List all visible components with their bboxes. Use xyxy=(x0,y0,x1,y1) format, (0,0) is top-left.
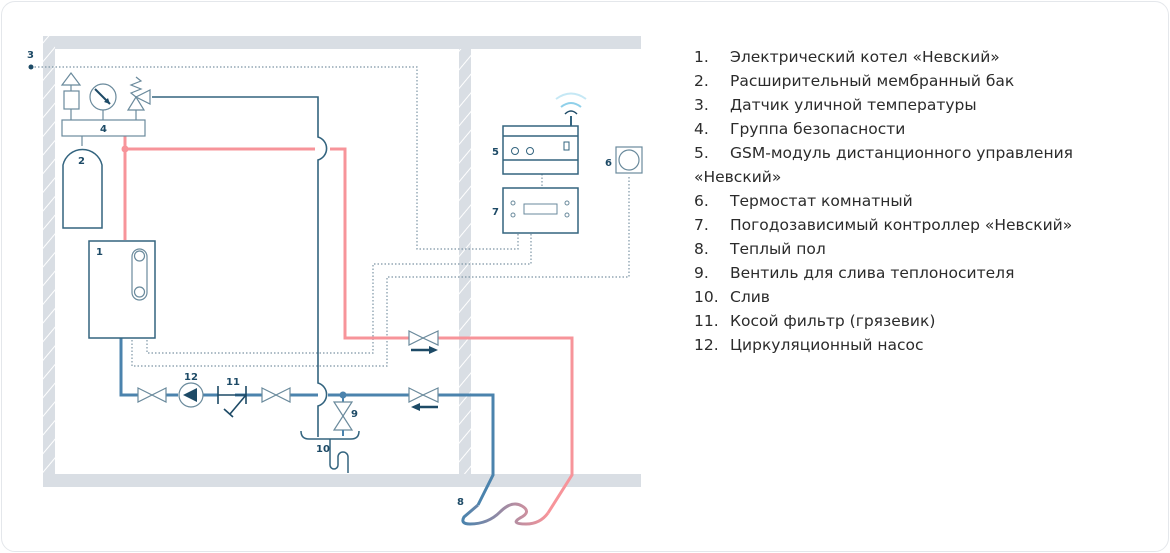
safety-valve-side-icon xyxy=(134,89,151,105)
legend-text: Погодозависимый контроллер «Невский» xyxy=(730,216,1073,234)
supply-pipes xyxy=(123,120,574,514)
legend-number: 5. xyxy=(694,144,709,162)
controller-signal-line-a xyxy=(146,233,532,354)
circulation-pump-icon xyxy=(178,382,204,408)
legend-text: Расширительный мембранный бак xyxy=(730,72,1015,90)
ceiling-wall xyxy=(43,36,641,49)
legend-text: Косой фильтр (грязевик) xyxy=(730,312,936,330)
ball-valve-icon xyxy=(421,330,439,346)
legend-number: 11. xyxy=(694,312,719,330)
valves xyxy=(137,330,439,403)
legend-item: 9. Вентиль для слива теплоносителя xyxy=(694,261,1154,285)
return-from-floor xyxy=(438,393,495,506)
legend-text: Слив xyxy=(730,288,770,306)
label-drain: 10 xyxy=(316,444,330,455)
legend-text: Циркуляционный насос xyxy=(730,336,924,354)
legend-text: Датчик уличной температуры xyxy=(730,96,977,114)
legend-text: Вентиль для слива теплоносителя xyxy=(730,264,1015,282)
drain-funnel-icon xyxy=(300,430,360,473)
expansion-tank-icon xyxy=(62,148,103,229)
thermostat-signal-line xyxy=(131,176,630,367)
sensor-signal-line xyxy=(31,66,519,250)
middle-wall xyxy=(459,49,471,474)
legend-text: Термостат комнатный xyxy=(730,192,913,210)
ball-valve-icon xyxy=(408,387,425,403)
label-gsm: 5 xyxy=(492,147,499,158)
outdoor-sensor-icon xyxy=(28,64,34,70)
flow-arrows xyxy=(411,346,438,411)
air-vent-icon xyxy=(63,90,80,110)
legend-item-continuation: «Невский» xyxy=(694,165,1154,189)
label-thermostat: 6 xyxy=(605,158,612,169)
legend-text: Группа безопасности xyxy=(730,120,906,138)
label-drain-valve: 9 xyxy=(351,409,358,420)
label-safety-group: 4 xyxy=(100,124,107,135)
safety-return-line xyxy=(152,96,328,437)
legend-item: 1. Электрический котел «Невский» xyxy=(694,45,1154,69)
label-boiler: 1 xyxy=(96,247,103,258)
ball-valve-icon xyxy=(150,387,167,403)
strainer-filter-icon xyxy=(217,386,247,418)
air-vent-cap-icon xyxy=(60,72,82,86)
drain-valve-icon xyxy=(332,391,354,436)
legend-item: 4. Группа безопасности xyxy=(694,117,1154,141)
label-tank: 2 xyxy=(78,156,85,167)
ball-valve-icon xyxy=(421,387,439,403)
left-wall xyxy=(43,36,55,476)
legend-number: 2. xyxy=(694,72,709,90)
ball-valve-icon xyxy=(137,387,154,403)
legend-number: 6. xyxy=(694,192,709,210)
legend-number: 12. xyxy=(694,336,719,354)
return-from-boiler xyxy=(119,327,138,397)
room-thermostat-icon xyxy=(615,146,643,174)
legend-item: 5. GSM-модуль дистанционного управления xyxy=(694,141,1154,165)
legend-item: 3. Датчик уличной температуры xyxy=(694,93,1154,117)
legend-item: 8. Теплый пол xyxy=(694,237,1154,261)
legend-text: GSM-модуль дистанционного управления xyxy=(730,144,1073,162)
controller-icon xyxy=(502,187,579,234)
legend-item: 2. Расширительный мембранный бак xyxy=(694,69,1154,93)
legend-item: 7. Погодозависимый контроллер «Невский» xyxy=(694,213,1154,237)
gsm-module-icon xyxy=(502,116,579,175)
safety-valve-spring-icon xyxy=(129,76,143,98)
legend-text: Теплый пол xyxy=(730,240,826,258)
label-sensor: 3 xyxy=(27,50,34,61)
ball-valve-icon xyxy=(261,387,278,403)
underfloor-heating-coil xyxy=(461,502,550,526)
safety-valve-lower-icon xyxy=(126,95,146,111)
supply-junction xyxy=(121,145,129,153)
ball-valve-icon xyxy=(408,330,425,346)
legend-text: «Невский» xyxy=(694,168,782,186)
legend-number: 10. xyxy=(694,288,719,306)
legend-item: 11. Косой фильтр (грязевик) xyxy=(694,309,1154,333)
legend-text: Электрический котел «Невский» xyxy=(730,48,1000,66)
label-pump: 12 xyxy=(184,372,198,383)
legend-number: 4. xyxy=(694,120,709,138)
label-floor: 8 xyxy=(457,497,464,508)
legend-item: 12. Циркуляционный насос xyxy=(694,333,1154,357)
legend-number: 8. xyxy=(694,240,709,258)
legend-number: 7. xyxy=(694,216,709,234)
signal-lines xyxy=(31,66,630,367)
safety-group xyxy=(60,72,151,137)
legend-number: 1. xyxy=(694,48,709,66)
legend-number: 3. xyxy=(694,96,709,114)
label-filter: 11 xyxy=(226,377,240,388)
legend-item: 10. Слив xyxy=(694,285,1154,309)
wifi-signal-icon xyxy=(555,92,587,115)
legend-item: 6. Термостат комнатный xyxy=(694,189,1154,213)
return-pipes xyxy=(119,327,495,506)
legend-list: 1. Электрический котел «Невский» 2. Расшир… xyxy=(694,45,1154,357)
legend-number: 9. xyxy=(694,264,709,282)
label-controller: 7 xyxy=(492,207,499,218)
ball-valve-icon xyxy=(274,387,291,403)
electric-boiler-icon xyxy=(88,240,156,339)
floor-slab xyxy=(43,474,641,487)
supply-to-floor xyxy=(438,336,574,514)
supply-line xyxy=(125,147,409,340)
